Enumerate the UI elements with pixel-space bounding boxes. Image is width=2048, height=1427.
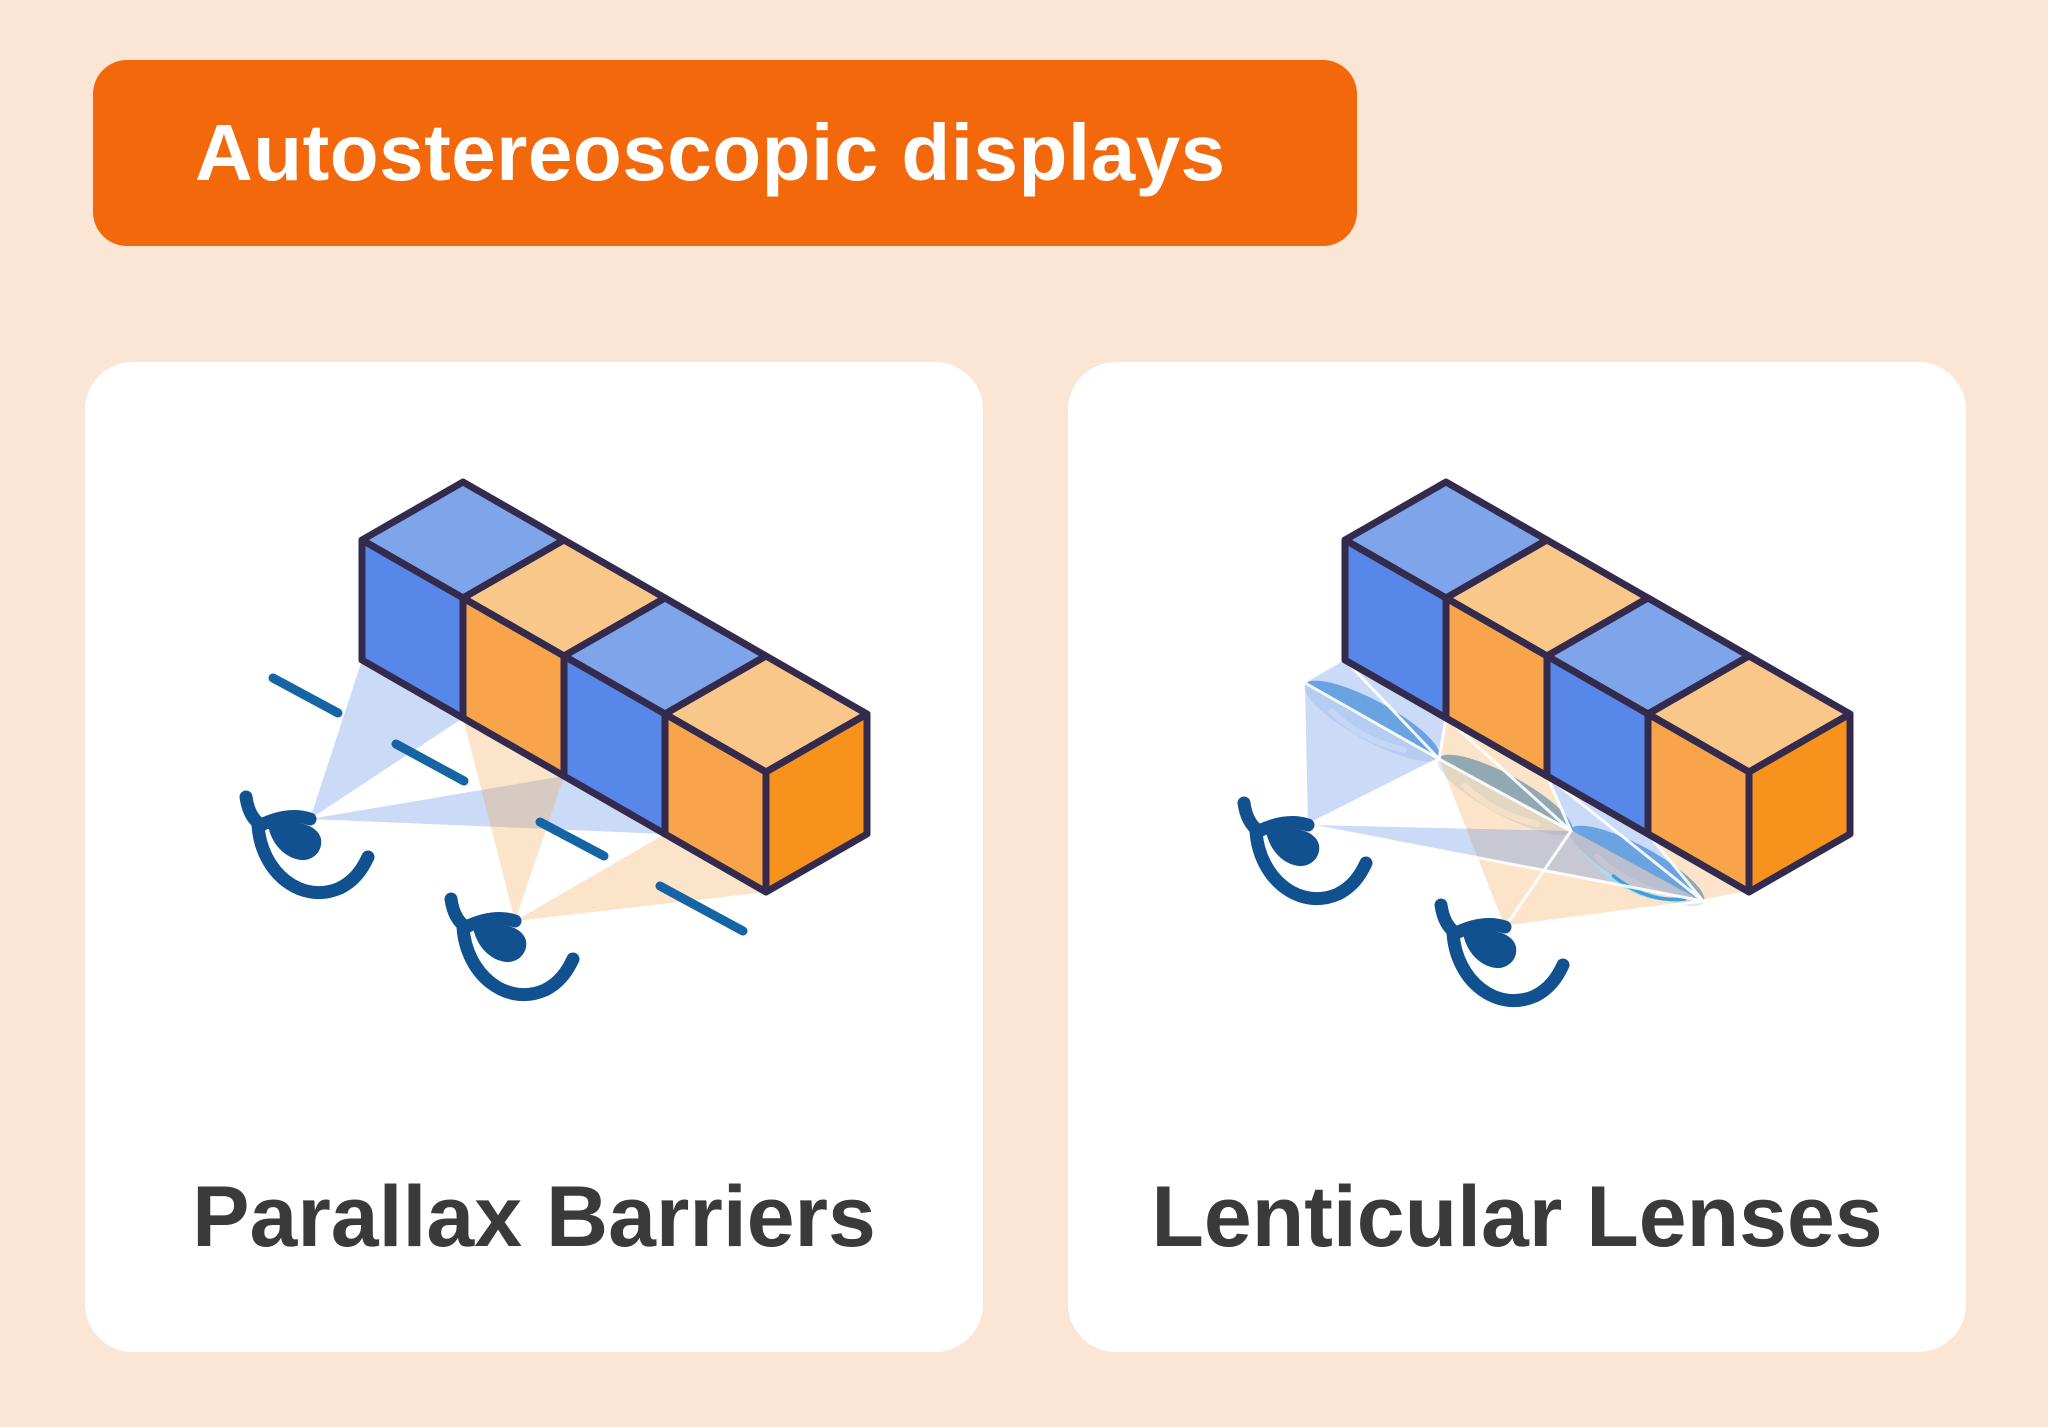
lenticular-lens-illustration [1068,362,1966,1142]
light-beam [1439,759,1703,927]
light-beam [1305,660,1446,759]
title-banner: Autostereoscopic displays [93,60,1357,246]
eye-icon [246,797,368,893]
eye-icon [1244,803,1366,899]
light-ray-lines [1303,658,1751,929]
card-caption: Parallax Barriers [192,1169,876,1265]
parallax-barrier-dashed-line [268,673,748,936]
light-beam [310,776,665,834]
card-caption: Lenticular Lenses [1151,1169,1883,1265]
parallax-barrier-illustration [85,362,983,1142]
page-title: Autostereoscopic displays [195,108,1226,197]
light-beam [1305,683,1439,825]
light-beam [463,718,564,921]
light-beam [515,834,766,921]
card-parallax-barriers: Parallax Barriers [85,362,983,1352]
card-lenticular-lenses: Lenticular Lenses [1068,362,1966,1352]
lens-crescent-highlight [1578,847,1689,902]
